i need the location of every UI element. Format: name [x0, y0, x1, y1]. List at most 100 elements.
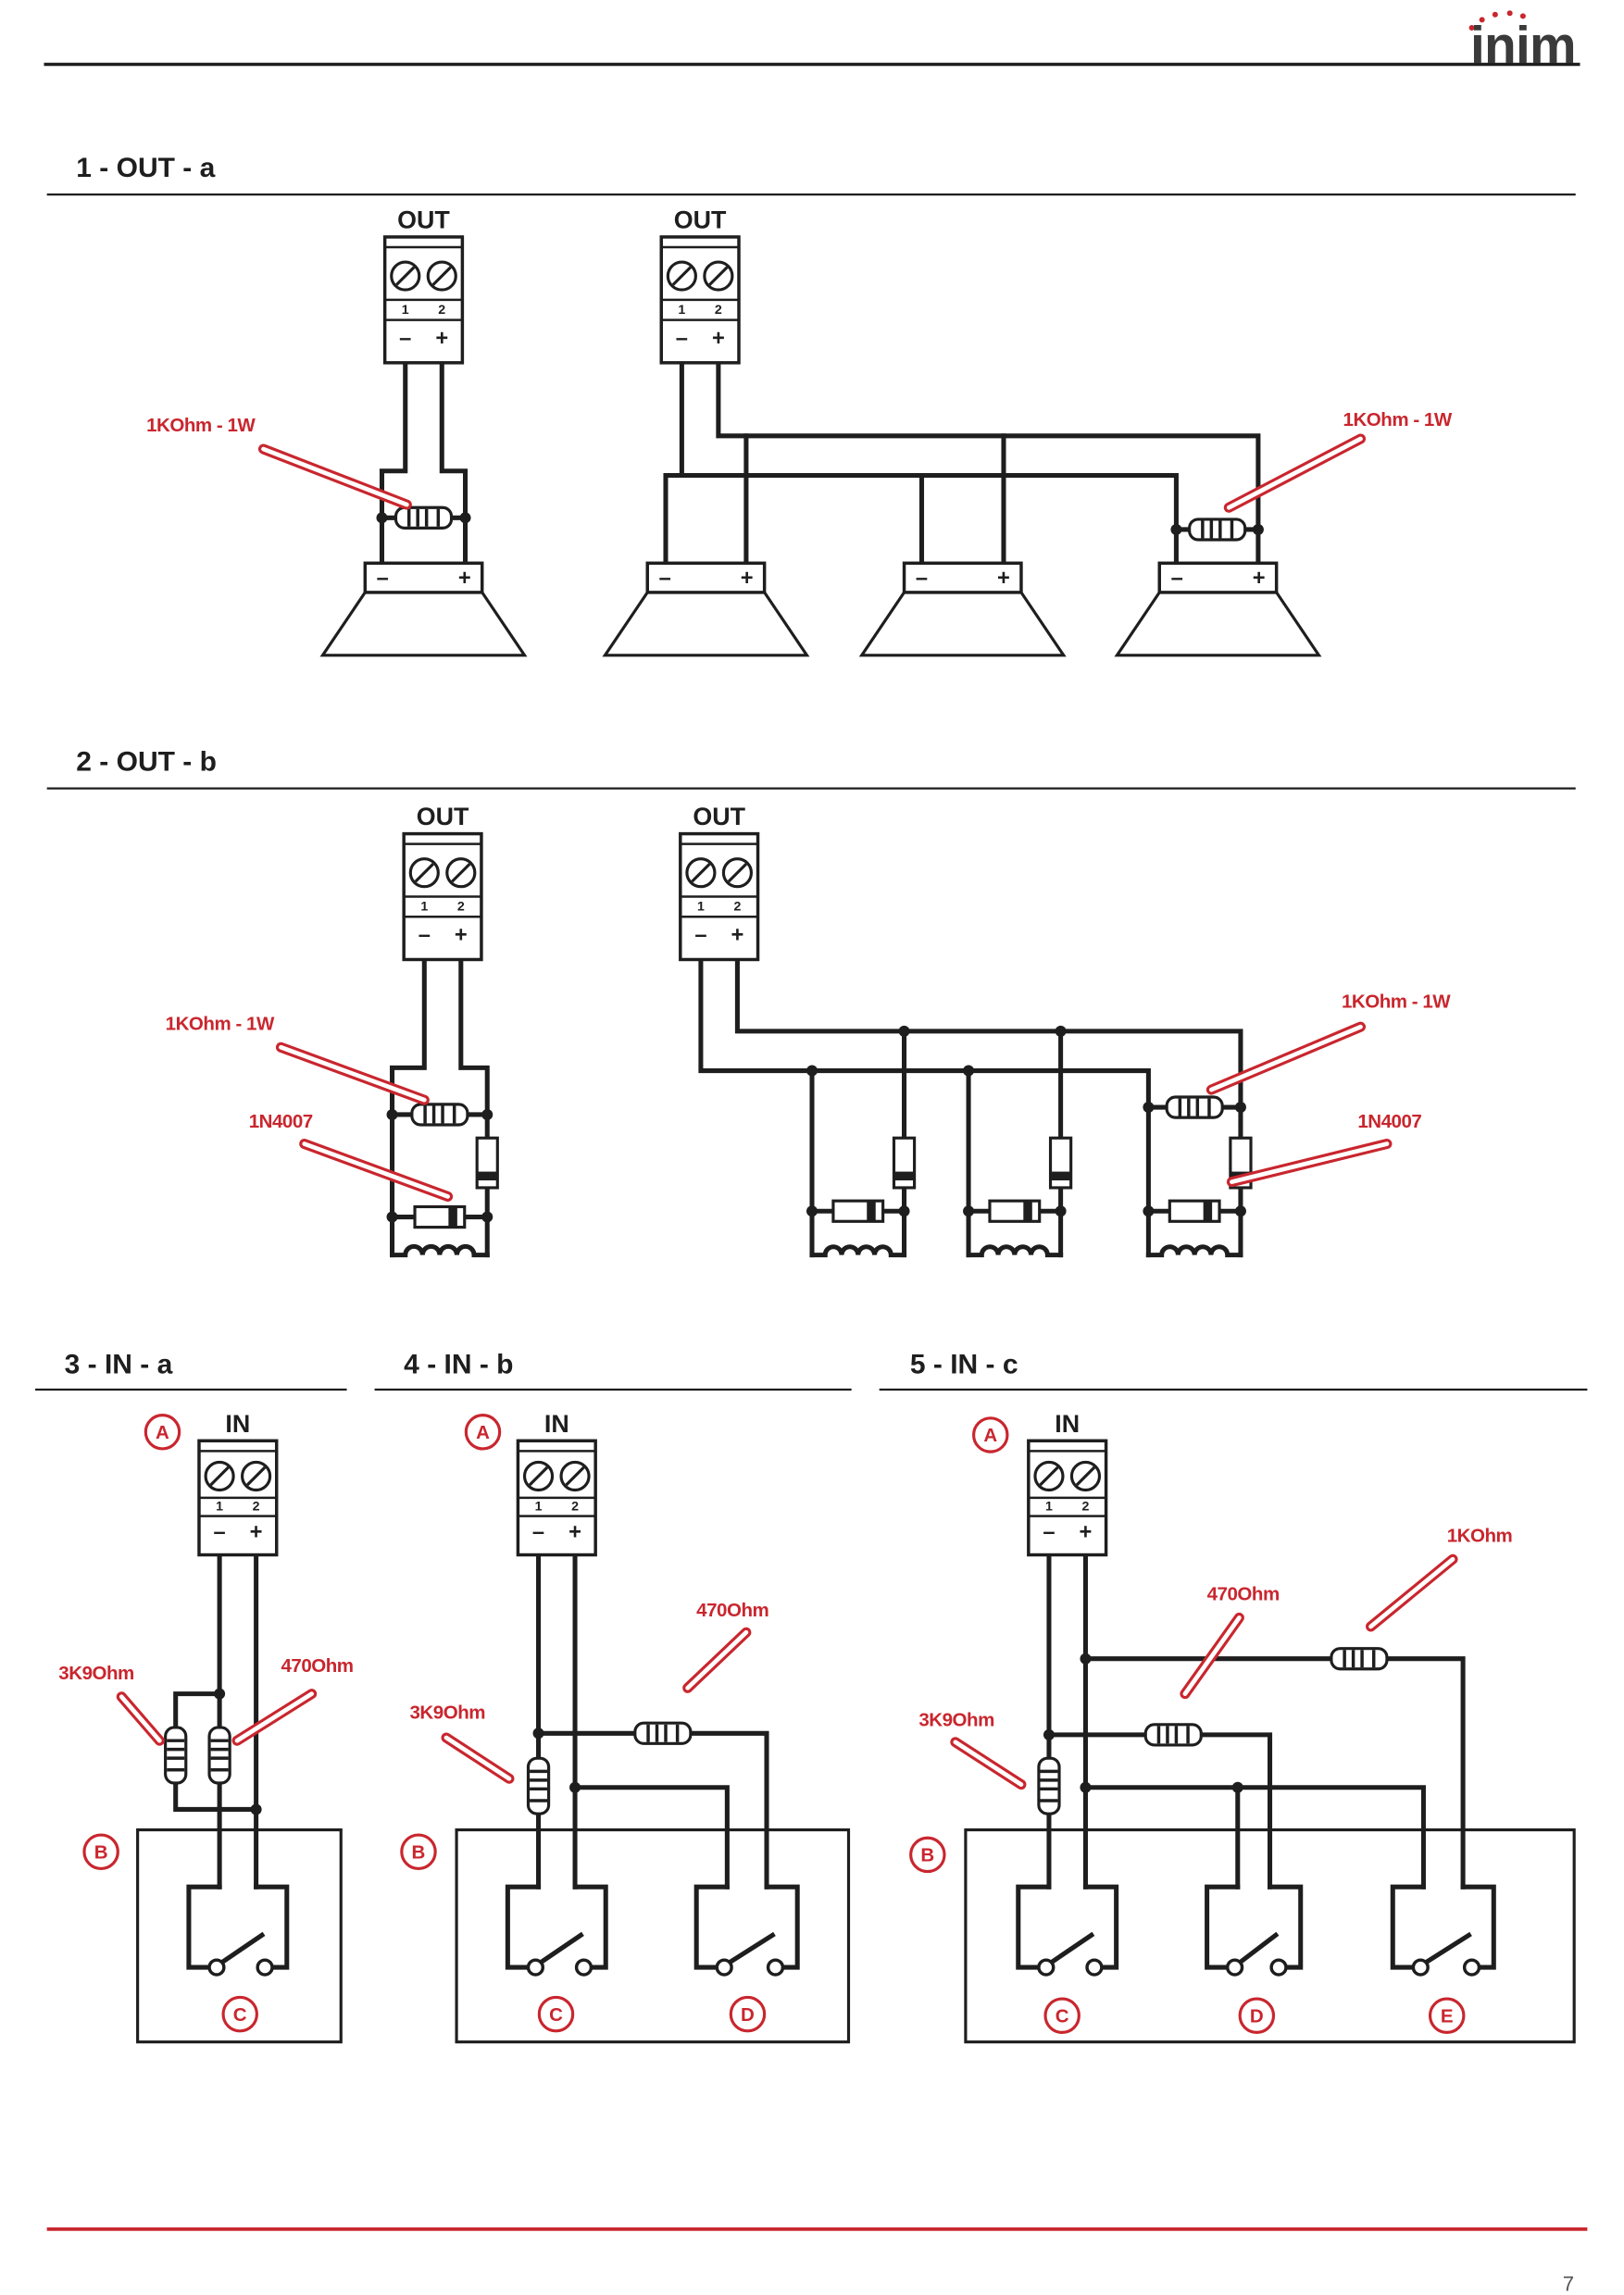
switch-icon — [1016, 1884, 1119, 1977]
speaker-minus-label: – — [377, 567, 389, 591]
screw-icon — [522, 1460, 555, 1492]
junction-dot — [386, 1108, 398, 1120]
coil-icon — [809, 1244, 907, 1258]
screw-head — [559, 1460, 591, 1492]
switch-left-lead — [693, 1884, 730, 1970]
screw-slot — [414, 863, 434, 883]
label-leader — [257, 443, 412, 510]
terminal-minus-label: – — [532, 1520, 544, 1544]
diode-cathode-band — [1203, 1201, 1213, 1222]
screw-head — [426, 260, 457, 292]
junction-dot — [459, 512, 471, 524]
wire — [1082, 1656, 1466, 1890]
page-header: inim — [44, 10, 1580, 75]
junction-dot — [1143, 1102, 1155, 1114]
wire — [439, 360, 468, 566]
switch-lever — [1235, 1931, 1280, 1966]
switch-right-lead — [1082, 1884, 1119, 1970]
label-leader — [275, 1041, 430, 1105]
diode-cathode-band — [867, 1201, 876, 1222]
diode-cathode-band — [448, 1206, 457, 1228]
marker-a: A — [972, 1416, 1009, 1453]
marker-c-letter: C — [1056, 2005, 1069, 2027]
speaker-terminal-strip — [902, 561, 1023, 594]
label-leader — [441, 1732, 515, 1784]
screw-head — [522, 1460, 555, 1492]
junction-dot — [963, 1065, 975, 1077]
resistor-label: 1KOhm - 1W — [166, 1013, 275, 1034]
resistor-label: 1KOhm - 1W — [1343, 409, 1453, 430]
leader-core — [1368, 1556, 1455, 1629]
pin-2-label: 2 — [1082, 1499, 1090, 1514]
pin-2-label: 2 — [438, 303, 445, 318]
pin-1-label: 1 — [1045, 1499, 1053, 1514]
resistor-label: 3K9Ohm — [410, 1702, 486, 1723]
marker-b: B — [82, 1833, 119, 1871]
diode-icon — [1048, 1136, 1073, 1190]
junction-dot — [1080, 1781, 1092, 1793]
resistor-icon — [633, 1721, 693, 1745]
resistor-label: 1KOhm — [1447, 1525, 1513, 1546]
page-footer: 7 — [46, 2227, 1588, 2295]
speaker-minus-label: – — [659, 567, 671, 591]
pin-2-label: 2 — [571, 1499, 579, 1514]
diode-icon — [831, 1199, 885, 1223]
junction-dot — [386, 1211, 398, 1223]
speaker-icon: –+ — [319, 561, 528, 657]
marker-a-letter: A — [156, 1422, 169, 1443]
logo-text: inim — [1470, 17, 1576, 75]
switch-contact — [1462, 1958, 1481, 1977]
terminal-label: OUT — [417, 803, 469, 830]
section-title-in-b: 4 - IN - b — [404, 1350, 513, 1380]
switch-contact — [766, 1958, 785, 1977]
leader-core — [443, 1735, 512, 1781]
junction-dot — [481, 1211, 493, 1223]
coil-icon — [390, 1243, 490, 1258]
screw-icon — [559, 1460, 591, 1492]
screw-icon — [721, 857, 754, 889]
screw-icon — [204, 1460, 235, 1492]
terminal-plus-label: + — [455, 923, 468, 947]
junction-dot — [963, 1205, 975, 1217]
diode-icon — [475, 1136, 499, 1190]
junction-dot — [376, 512, 388, 524]
marker-c-circle — [221, 1995, 258, 2033]
screw-slot — [395, 266, 416, 286]
marker-d: D — [1238, 1997, 1276, 2034]
junction-dot — [1231, 1781, 1243, 1793]
marker-c-letter: C — [549, 2004, 563, 2026]
screw-icon — [445, 857, 477, 889]
label-leader — [299, 1139, 454, 1202]
terminal-minus-label: – — [1043, 1520, 1055, 1544]
marker-b-letter: B — [920, 1845, 934, 1866]
junction-dot — [1234, 1205, 1246, 1217]
switch-right-lead — [254, 1884, 290, 1970]
wire — [1046, 1732, 1273, 1890]
terminal-label: OUT — [397, 206, 450, 233]
coil-icon — [966, 1244, 1064, 1258]
switch-lever — [1421, 1931, 1472, 1966]
resistor-label: 470Ohm — [1207, 1584, 1280, 1605]
switch-contact — [207, 1958, 226, 1977]
screw-icon — [1033, 1460, 1065, 1492]
resistor-label: 1KOhm - 1W — [146, 415, 256, 436]
label-leader — [231, 1689, 318, 1746]
resistor-icon — [394, 505, 454, 530]
terminal-plus-label: + — [435, 327, 448, 351]
pin-1-label: 1 — [420, 899, 428, 914]
screw-head — [204, 1460, 235, 1492]
resistor-body — [410, 1103, 469, 1127]
screw-slot — [1075, 1466, 1096, 1487]
marker-d-circle — [729, 1995, 767, 2033]
switch-contact — [715, 1958, 733, 1977]
switch-icon — [1205, 1884, 1304, 1977]
switch-icon — [693, 1884, 800, 1977]
screw-head — [408, 857, 440, 889]
marker-b-letter: B — [94, 1842, 108, 1864]
speaker-icon: –+ — [1114, 561, 1322, 657]
junction-dot — [1234, 1102, 1246, 1114]
